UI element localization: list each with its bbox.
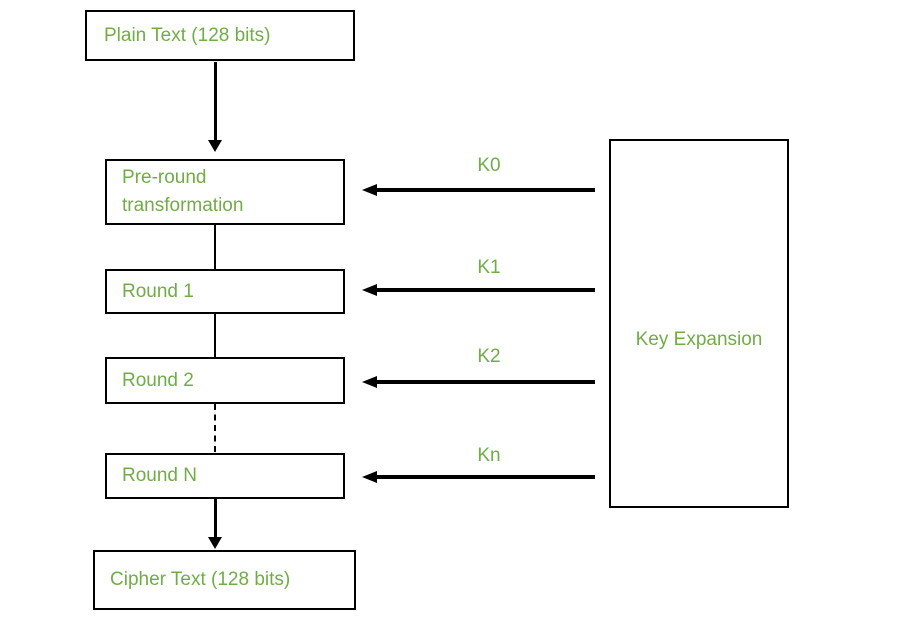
key-label-k2: K2	[477, 346, 501, 367]
key-arrow-k0	[376, 188, 595, 192]
key-arrow-k2	[376, 380, 595, 384]
arrow-plain-to-preround	[214, 62, 217, 140]
round-1-box: Round 1	[105, 269, 345, 314]
round-n-label: Round N	[122, 465, 197, 486]
round-2-box: Round 2	[105, 357, 345, 404]
left-arrowhead-icon	[362, 471, 377, 483]
pre-round-transformation-box: Pre-round transformation	[105, 159, 345, 225]
round-1-label: Round 1	[122, 280, 194, 302]
down-arrowhead-icon	[208, 140, 222, 152]
pre-round-transformation-label: Pre-round transformation	[122, 167, 244, 216]
key-arrow-kn	[376, 475, 595, 479]
cipher-text-box: Cipher Text (128 bits)	[93, 550, 356, 610]
key-arrow-k1	[376, 288, 595, 292]
plain-text-box: Plain Text (128 bits)	[85, 10, 355, 61]
key-label-k1: K1	[477, 257, 501, 278]
plain-text-label: Plain Text (128 bits)	[104, 24, 271, 46]
key-label-k0: K0	[477, 155, 501, 176]
cipher-text-label: Cipher Text (128 bits)	[110, 569, 291, 590]
arrow-roundn-to-cipher	[214, 499, 217, 537]
round-2-label: Round 2	[122, 369, 194, 391]
dashed-connector-round2-to-roundn	[214, 404, 216, 452]
left-arrowhead-icon	[362, 184, 377, 196]
key-expansion-box: Key Expansion	[609, 139, 789, 508]
key-expansion-label: Key Expansion	[635, 329, 763, 350]
round-n-box: Round N	[105, 453, 345, 499]
key-label-kn: Kn	[477, 445, 501, 466]
connector-round1-to-round2	[214, 314, 216, 357]
left-arrowhead-icon	[362, 284, 377, 296]
connector-preround-to-round1	[214, 225, 216, 269]
left-arrowhead-icon	[362, 376, 377, 388]
down-arrowhead-icon	[208, 537, 222, 549]
